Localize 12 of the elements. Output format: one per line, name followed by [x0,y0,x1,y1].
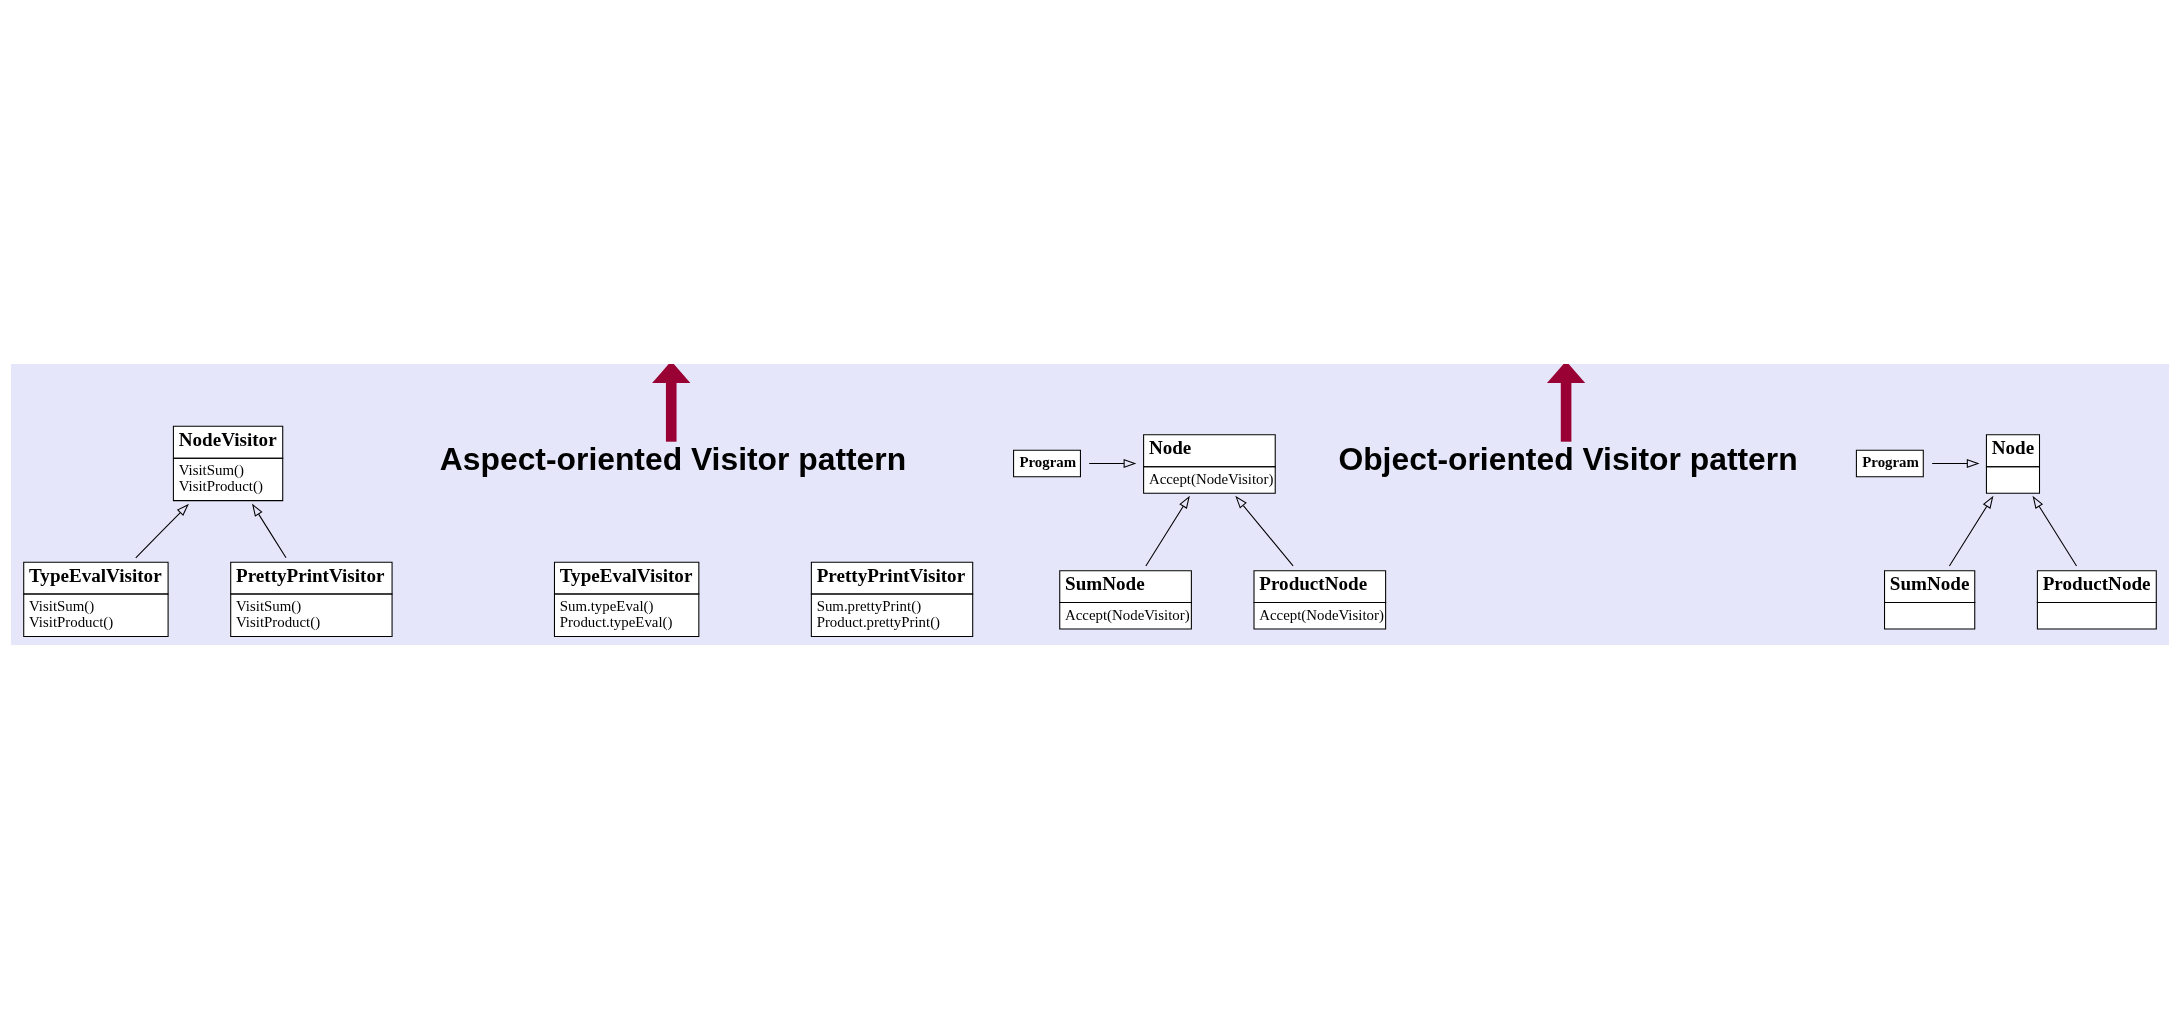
arrow [1145,495,1190,567]
arrow [652,364,691,442]
arrow [1088,459,1137,468]
arrow [2032,495,2078,567]
arrow [1931,459,1980,468]
arrow [252,503,287,559]
node-text: Object-oriented Visitor pattern [1338,441,1798,478]
arrow [1948,495,1994,567]
arrow [1546,364,1586,442]
node-text: Aspect-oriented Visitor pattern [439,441,907,478]
arrow [1235,495,1294,567]
arrow [135,503,189,559]
